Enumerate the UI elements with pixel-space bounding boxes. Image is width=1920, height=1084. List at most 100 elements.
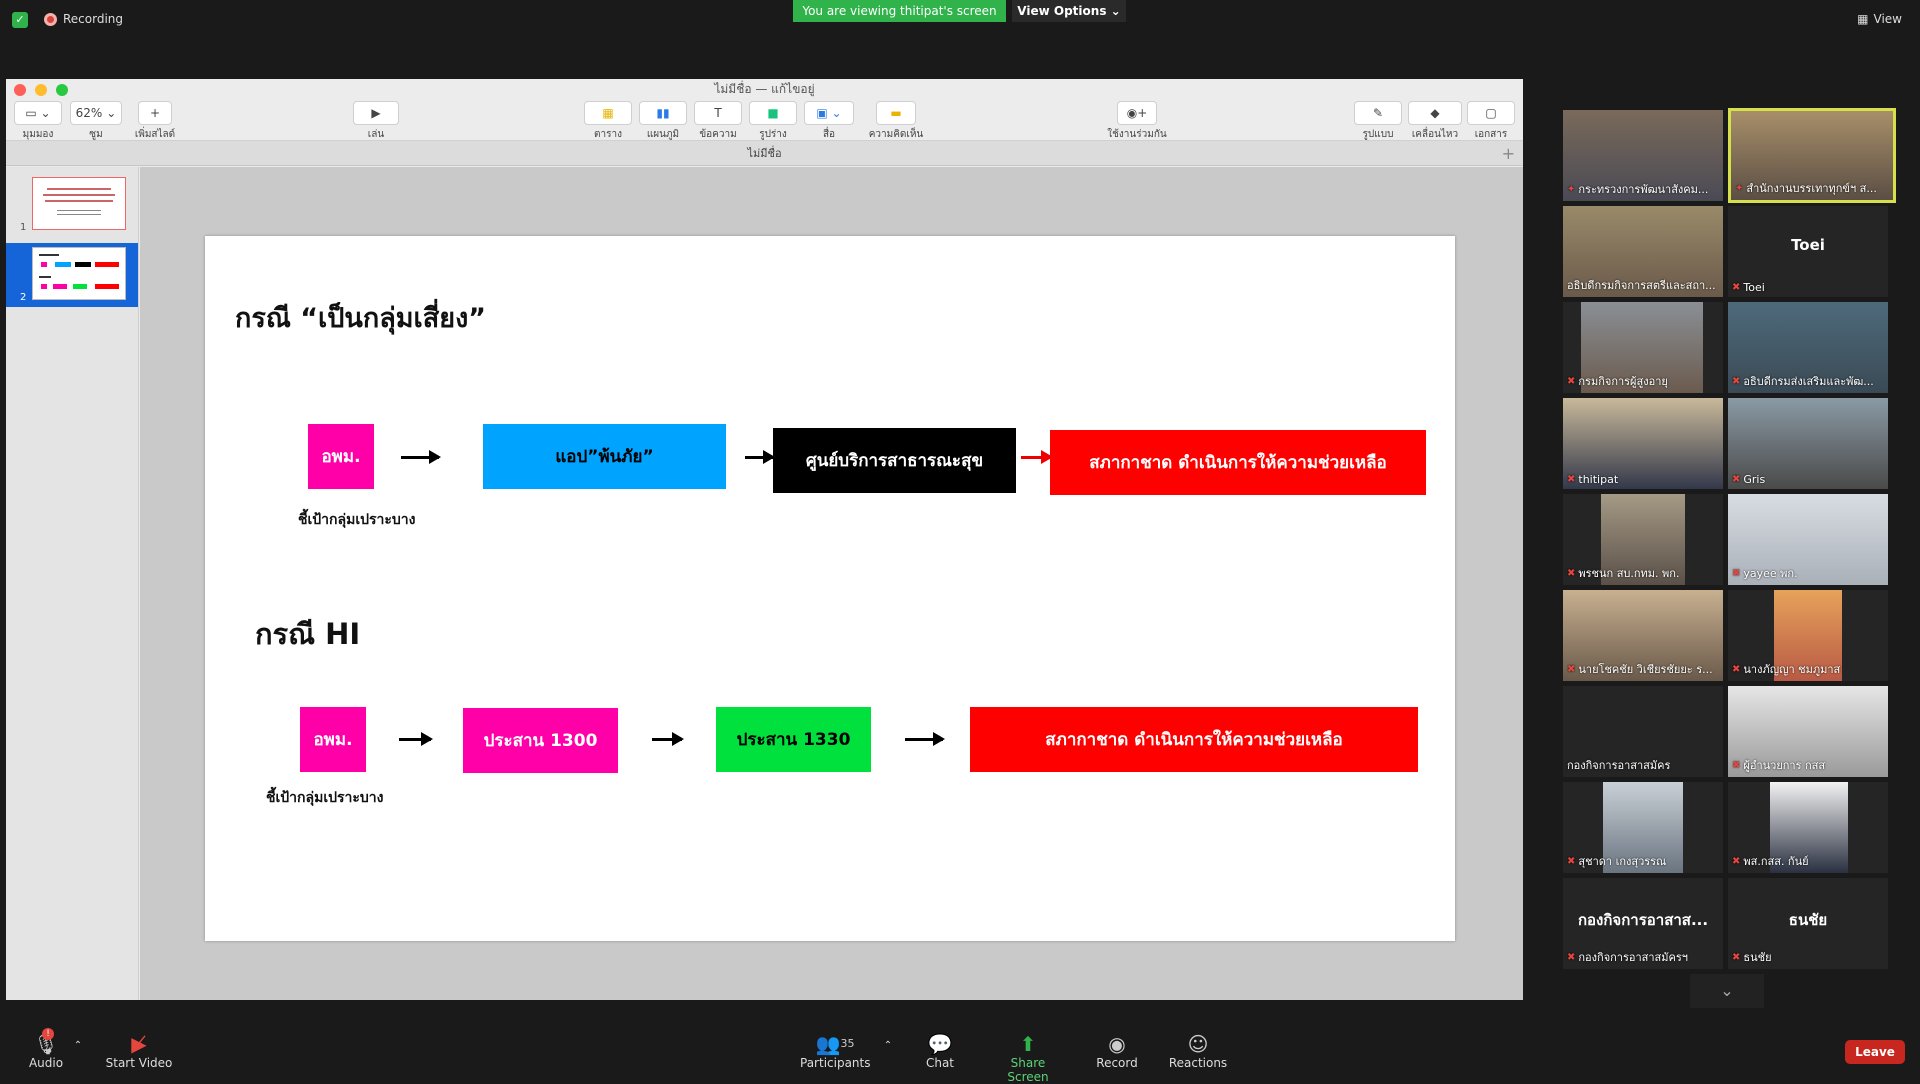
format-button[interactable]: ✎ รูปแบบ [1354, 101, 1402, 142]
mic-muted-icon: ✖ [1732, 663, 1741, 675]
play-label: เล่น [367, 129, 385, 140]
participant-tile[interactable]: ✖yayee พก. [1728, 494, 1888, 585]
participant-tile[interactable]: ✦กระทรวงการพัฒนาสังคม... [1563, 110, 1723, 201]
participant-tile[interactable]: Toei ✖Toei [1728, 206, 1888, 297]
leave-button[interactable]: Leave [1845, 1040, 1905, 1064]
shape-button[interactable]: ■ รูปร่าง [749, 101, 797, 142]
participant-display-name: กองกิจการอาสาส... [1577, 911, 1709, 929]
share-screen-button[interactable]: ⬆ Share Screen [990, 1032, 1066, 1084]
participant-video [1728, 398, 1888, 489]
selected-arrow-icon[interactable] [905, 732, 945, 746]
participant-name: ผู้อำนวยการ กสส [1743, 759, 1826, 772]
participant-name: สำนักงานบรรเทาทุกข์ฯ ส... [1746, 182, 1877, 195]
participant-tile[interactable]: ✖นายโชคชัย วิเชียรชัยยะ ร... [1563, 590, 1723, 681]
participants-icon: 👥35 [815, 1032, 855, 1056]
animate-button[interactable]: ◆ เคลื่อนไหว [1408, 101, 1462, 142]
participants-options-caret[interactable]: ⌃ [883, 1040, 893, 1051]
participant-video [1770, 782, 1848, 873]
view-button[interactable]: ▦ View [1857, 12, 1902, 26]
slide-thumbnail-1[interactable]: 1 [6, 173, 138, 237]
keynote-body: 1 2 [6, 167, 1523, 1000]
play-button[interactable]: ▶ เล่น [353, 101, 399, 142]
chart-button[interactable]: ▮▮ แผนภูมิ [639, 101, 687, 142]
slide[interactable]: กรณี “เป็นกลุ่มเสี่ยง” อพม. แอป”พ้นภัย” … [205, 236, 1455, 941]
participant-video [1563, 110, 1723, 201]
start-video-button[interactable]: ▶̸ Start Video [104, 1032, 174, 1070]
text-button[interactable]: T ข้อความ [694, 101, 742, 142]
participant-tile[interactable]: ✖นางภัญญา ชมภูมาส [1728, 590, 1888, 681]
maximize-window-icon[interactable] [56, 84, 68, 96]
add-slide-button[interactable]: + เพิ่มสไลด์ [130, 101, 180, 142]
table-icon: ▦ [584, 101, 632, 125]
shared-screen: ไม่มีชื่อ — แก้ไขอยู่ ▭ ⌄ มุมมอง 62%⌄ ซู… [6, 79, 1523, 1000]
media-button[interactable]: ▣ ⌄ สื่อ [804, 101, 854, 142]
table-label: ตาราง [594, 129, 622, 140]
record-button[interactable]: ◉ Record [1094, 1032, 1140, 1070]
document-button[interactable]: ▢ เอกสาร [1467, 101, 1515, 142]
gallery-scroll-down-button[interactable]: ⌄ [1690, 974, 1764, 1008]
record-dot-icon [44, 12, 57, 26]
participant-tile[interactable]: ✖thitipat [1563, 398, 1723, 489]
collaborate-button[interactable]: ◉+ ใช้งานร่วมกัน [1102, 101, 1172, 142]
grid-icon: ▦ [1857, 12, 1869, 26]
chevron-down-icon: ⌄ [1720, 981, 1734, 1000]
arrow-icon [652, 732, 684, 746]
slide-canvas: กรณี “เป็นกลุ่มเสี่ยง” อพม. แอป”พ้นภัย” … [140, 167, 1523, 1000]
chat-label: Chat [925, 1056, 955, 1070]
participant-tile[interactable]: ✖กรมกิจการผู้สูงอายุ [1563, 302, 1723, 393]
close-window-icon[interactable] [14, 84, 26, 96]
document-name-bar: ไม่มีชื่อ + [6, 141, 1523, 166]
add-slide-label: เพิ่มสไลด์ [134, 129, 176, 140]
participant-tile[interactable]: กองกิจการอาสาสมัคร [1563, 686, 1723, 777]
participant-name: กองกิจการอาสาสมัครฯ [1578, 951, 1688, 964]
view-menu-label: มุมมอง [22, 129, 54, 140]
coordinate-1330-box: ประสาน 1330 [716, 707, 871, 772]
participant-tile[interactable]: อธิบดีกรมกิจการสตรีและสถา... [1563, 206, 1723, 297]
format-label: รูปแบบ [1362, 129, 1394, 140]
view-options-button[interactable]: View Options ⌄ [1012, 0, 1126, 22]
mic-muted-icon: ✖ [1567, 375, 1576, 387]
participant-tile[interactable]: ✖พรชนก สบ.กทม. พก. [1563, 494, 1723, 585]
chat-button[interactable]: 💬 Chat [920, 1032, 960, 1070]
add-tab-icon[interactable]: + [1501, 144, 1515, 163]
participant-video [1728, 686, 1888, 777]
chat-bubble-icon: 💬 [927, 1032, 953, 1056]
slide-thumbnail-2[interactable]: 2 [6, 243, 138, 307]
meeting-controls: 🎙! Audio ⌃ ▶̸ Start Video 👥35 Participan… [0, 1022, 1920, 1084]
participant-tile[interactable]: กองกิจการอาสาส... ✖กองกิจการอาสาสมัครฯ [1563, 878, 1723, 969]
participant-tile[interactable]: ✖Gris [1728, 398, 1888, 489]
participants-button[interactable]: 👥35 Participants [800, 1032, 871, 1070]
zoom-menu[interactable]: 62%⌄ ซูม [70, 101, 122, 142]
participant-video [1731, 111, 1893, 200]
recording-indicator[interactable]: Recording [44, 12, 123, 26]
participant-name: yayee พก. [1743, 567, 1798, 580]
table-button[interactable]: ▦ ตาราง [584, 101, 632, 142]
slide-navigator: 1 2 [6, 167, 139, 1000]
participant-tile[interactable]: ✖พส.กสส. กันย์ [1728, 782, 1888, 873]
audio-button[interactable]: 🎙! Audio [28, 1028, 64, 1070]
participant-tile-active-speaker[interactable]: ✦สำนักงานบรรเทาทุกข์ฯ ส... [1728, 108, 1896, 203]
security-shield-icon[interactable]: ✓ [12, 12, 28, 28]
video-off-icon: ▶̸ [131, 1032, 147, 1056]
participant-video [1728, 302, 1888, 393]
reactions-button[interactable]: ☺ Reactions [1168, 1032, 1228, 1070]
participant-tile[interactable]: ธนชัย ✖ธนชัย [1728, 878, 1888, 969]
participants-count: 35 [840, 1037, 855, 1050]
mic-muted-icon: ✖ [1567, 474, 1576, 485]
participant-name: กรมกิจการผู้สูงอายุ [1578, 375, 1668, 388]
participant-tile[interactable]: ✖ผู้อำนวยการ กสส [1728, 686, 1888, 777]
osm-box: อพม. [308, 424, 374, 489]
minimize-window-icon[interactable] [35, 84, 47, 96]
participant-name: กองกิจการอาสาสมัคร [1567, 759, 1671, 772]
comment-button[interactable]: ▬ ความคิดเห็น [861, 101, 931, 142]
audio-options-caret[interactable]: ⌃ [73, 1040, 83, 1051]
text-label: ข้อความ [699, 129, 737, 140]
chevron-down-icon: ⌄ [106, 106, 117, 120]
view-menu[interactable]: ▭ ⌄ มุมมอง [14, 101, 62, 142]
app-box: แอป”พ้นภัย” [483, 424, 726, 489]
start-video-label: Start Video [105, 1056, 173, 1070]
participant-video [1603, 782, 1683, 873]
participant-tile[interactable]: ✖สุชาดา เกงสุวรรณ [1563, 782, 1723, 873]
participant-tile[interactable]: ✖อธิบดีกรมส่งเสริมและพัฒ... [1728, 302, 1888, 393]
mic-muted-icon: ✖ [1732, 474, 1741, 485]
